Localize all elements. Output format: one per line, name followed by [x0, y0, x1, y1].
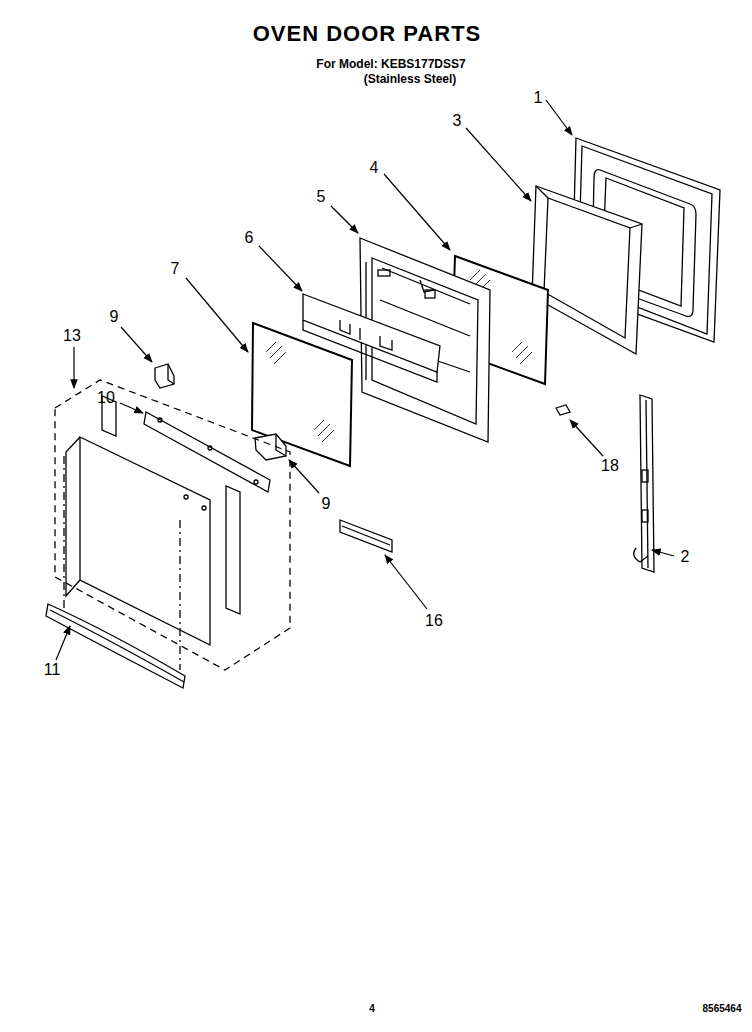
- callout-number: 7: [171, 261, 180, 277]
- door-frame: [532, 186, 642, 354]
- page-title: OVEN DOOR PARTS: [253, 23, 482, 45]
- callout-number: 11: [44, 662, 61, 678]
- callout-number: 4: [370, 160, 379, 176]
- model-number: For Model: KEBS177DSS7: [316, 58, 465, 70]
- vent-strip: [340, 520, 392, 552]
- page-number: 4: [369, 1004, 375, 1014]
- door-handle: [46, 604, 185, 688]
- callout-number: 16: [425, 613, 443, 629]
- callout-number: 18: [601, 458, 619, 474]
- callout-number: 5: [317, 189, 326, 205]
- callout-number: 9: [110, 309, 119, 325]
- leader-lines: [56, 100, 674, 660]
- outer-glass: [252, 323, 352, 466]
- callout-number: 10: [97, 390, 115, 406]
- door-hinge: [634, 395, 654, 572]
- callout-number: 1: [534, 90, 543, 106]
- glass-clip: [255, 434, 286, 460]
- callout-number: 13: [63, 328, 81, 344]
- document-number: 8565464: [703, 1004, 742, 1014]
- callout-number: 9: [322, 496, 331, 512]
- screw: [556, 405, 570, 415]
- callout-number: 2: [681, 549, 690, 565]
- callout-number: 6: [245, 230, 254, 246]
- glass-clip: [155, 364, 174, 388]
- callout-number: 3: [453, 113, 462, 129]
- finish-note: (Stainless Steel): [364, 73, 457, 85]
